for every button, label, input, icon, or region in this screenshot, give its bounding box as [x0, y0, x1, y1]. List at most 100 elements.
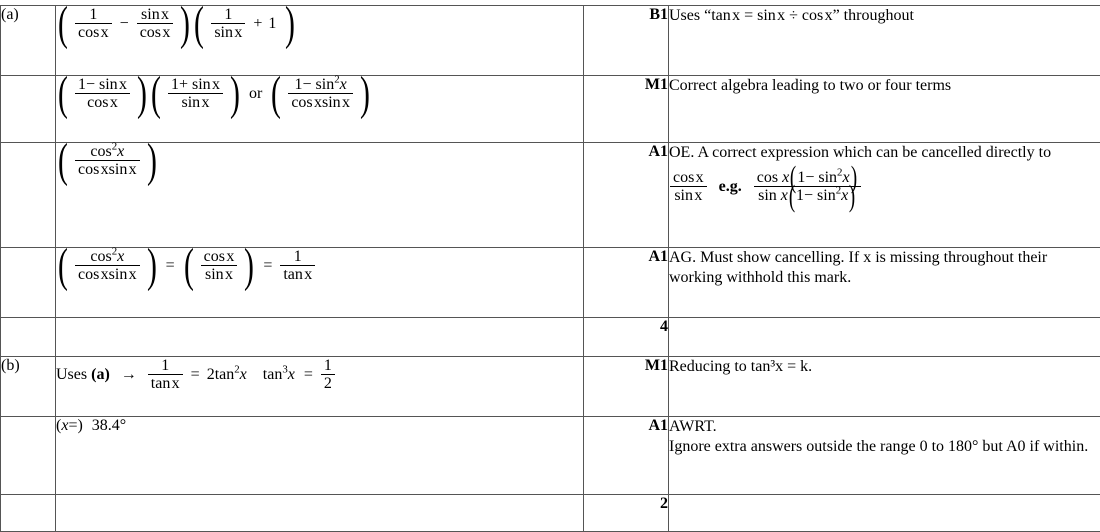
den-prefix: sin: [758, 187, 781, 205]
notes-cell: [668, 494, 1100, 532]
numerator: 1: [161, 357, 170, 374]
part-label-empty: [0, 75, 56, 143]
table-row: (x=) 38.4° A1 AWRT. Ignore extra answers…: [0, 416, 1100, 495]
paren-open: (: [790, 160, 797, 195]
tan-variable: x: [287, 365, 295, 383]
num-variable: x: [117, 143, 125, 160]
numerator: 1− sin x: [77, 76, 128, 93]
working-cell-a4: ( cos2x cos xsin x ) = ( cos x sin x ): [55, 238, 584, 318]
denominator: sin x: [200, 265, 238, 283]
numerator: 1: [323, 357, 332, 374]
fraction: 1 tan x: [147, 357, 183, 393]
part-label-empty: [0, 494, 56, 532]
note-line: Reducing to tan³x = k.: [669, 358, 813, 375]
fraction: 1 tan x: [280, 248, 316, 284]
fraction: sin x cos x: [136, 6, 174, 42]
notes-cell: Reducing to tan³x = k.: [668, 356, 1100, 417]
paren-open: (: [271, 66, 282, 120]
exponent: 2: [234, 363, 240, 376]
denominator: sin x: [211, 23, 246, 41]
part-label-empty: [0, 142, 56, 248]
expression-a3: ( cos2x cos xsin x ): [56, 133, 159, 187]
expression-a4: ( cos2x cos xsin x ) = ( cos x sin x ): [56, 238, 316, 292]
part-label-a: (a): [0, 5, 56, 76]
denominator: cos xsin x: [288, 93, 353, 111]
table-row: ( cos2x cos xsin x ) = ( cos x sin x ): [0, 238, 1100, 318]
working-cell-a1: ( 1 cos x − sin x cos x )( 1: [55, 0, 584, 76]
table-row: ( cos2x cos xsin x ) A1 OE. A correct ex…: [0, 133, 1100, 248]
num-variable: x: [782, 168, 790, 186]
den-variable: x: [780, 187, 788, 205]
denominator: cos x: [74, 93, 131, 111]
fraction: 1 2: [320, 357, 335, 393]
equals-operator: =: [190, 365, 200, 383]
part-label-b: (b): [0, 356, 56, 417]
part-label-empty: [0, 247, 56, 318]
lead-part-ref: (a): [91, 365, 110, 383]
paren-close: ): [850, 160, 857, 195]
fraction: 1 cos x: [74, 6, 112, 42]
note-line: AWRT.: [669, 418, 717, 435]
note-line: Uses “tan x = sin x ÷ cos x” throughout: [669, 7, 914, 24]
denominator: 2: [320, 374, 335, 392]
numerator: cos x: [203, 248, 235, 265]
fraction: cos2x cos xsin x: [74, 246, 140, 284]
notes-cell: OE. A correct expression which can be ca…: [668, 142, 1100, 248]
denominator: cos x: [136, 23, 174, 41]
num-variable: x: [117, 248, 125, 265]
numerator: 1: [293, 248, 302, 265]
paren-open: (: [56, 417, 62, 435]
note-expression-a3: cos x sin x e.g. cos x(1− sin2x) sin x(1…: [669, 160, 862, 214]
tan-cubed-term: tan3x: [253, 364, 297, 383]
num-inner: 1− sin: [797, 168, 838, 186]
exponent: 2: [837, 166, 843, 179]
paren-close: ): [137, 66, 147, 120]
fraction: 1− sin2x cos xsin x: [288, 74, 353, 112]
numerator: 1− sin2x: [288, 74, 353, 93]
table-row-total: 4: [0, 317, 1100, 357]
note-line: AG. Must show cancelling. If x is missin…: [669, 249, 1048, 286]
fraction: cos x(1− sin2x) sin x(1− sin2x): [753, 160, 861, 214]
mark-total-cell: 2: [583, 494, 669, 532]
table-row: ( 1− sin x cos x )( 1+ sin x sin x ) or …: [0, 66, 1100, 143]
mark-cell: B1: [583, 5, 669, 76]
paren-open: (: [58, 238, 68, 292]
num-variable: x: [339, 76, 347, 93]
fraction: 1− sin x cos x: [74, 76, 131, 112]
denominator: tan x: [147, 374, 183, 392]
denominator: cos xsin x: [74, 160, 140, 178]
num-prefix: cos: [90, 143, 112, 160]
notes-cell: AG. Must show cancelling. If x is missin…: [668, 247, 1100, 318]
paren-close: ): [146, 238, 157, 292]
numerator: 1: [89, 6, 98, 23]
numerator: cos2x: [75, 141, 140, 160]
fraction: cos2x cos xsin x: [74, 141, 140, 179]
answer-value: 38.4°: [91, 417, 127, 435]
exponent: 3: [282, 363, 288, 376]
num-variable: x: [842, 168, 850, 186]
numerator: 1+ sin x: [170, 76, 221, 93]
note-line: Correct algebra leading to two or four t…: [669, 77, 952, 94]
fraction: cos x sin x: [200, 248, 238, 284]
numerator: cos x: [673, 168, 704, 186]
table-row-total: 2: [0, 494, 1100, 532]
mark-cell: A1: [583, 247, 669, 318]
working-cell-b2: (x=) 38.4°: [55, 416, 584, 495]
expression-b1: Uses (a) → 1 tan x = 2tan2x tan3x = 1 2: [56, 357, 336, 393]
mark-cell: A1: [583, 416, 669, 495]
paren-close: ): [285, 0, 296, 50]
notes-cell: [668, 317, 1100, 357]
paren-open: (: [183, 238, 194, 292]
exponent: 2: [835, 184, 842, 197]
paren-open: (: [788, 179, 796, 214]
denominator: sin x(1− sin2x): [753, 179, 861, 214]
mark-total-cell: 4: [583, 317, 669, 357]
eg-label: e.g.: [718, 177, 742, 195]
numerator: 1: [224, 6, 233, 23]
working-cell-blank: [55, 317, 584, 357]
paren-open: (: [58, 0, 68, 50]
paren-close: ): [146, 133, 157, 187]
part-label-empty: [0, 317, 56, 357]
equals-operator: =: [165, 256, 175, 274]
